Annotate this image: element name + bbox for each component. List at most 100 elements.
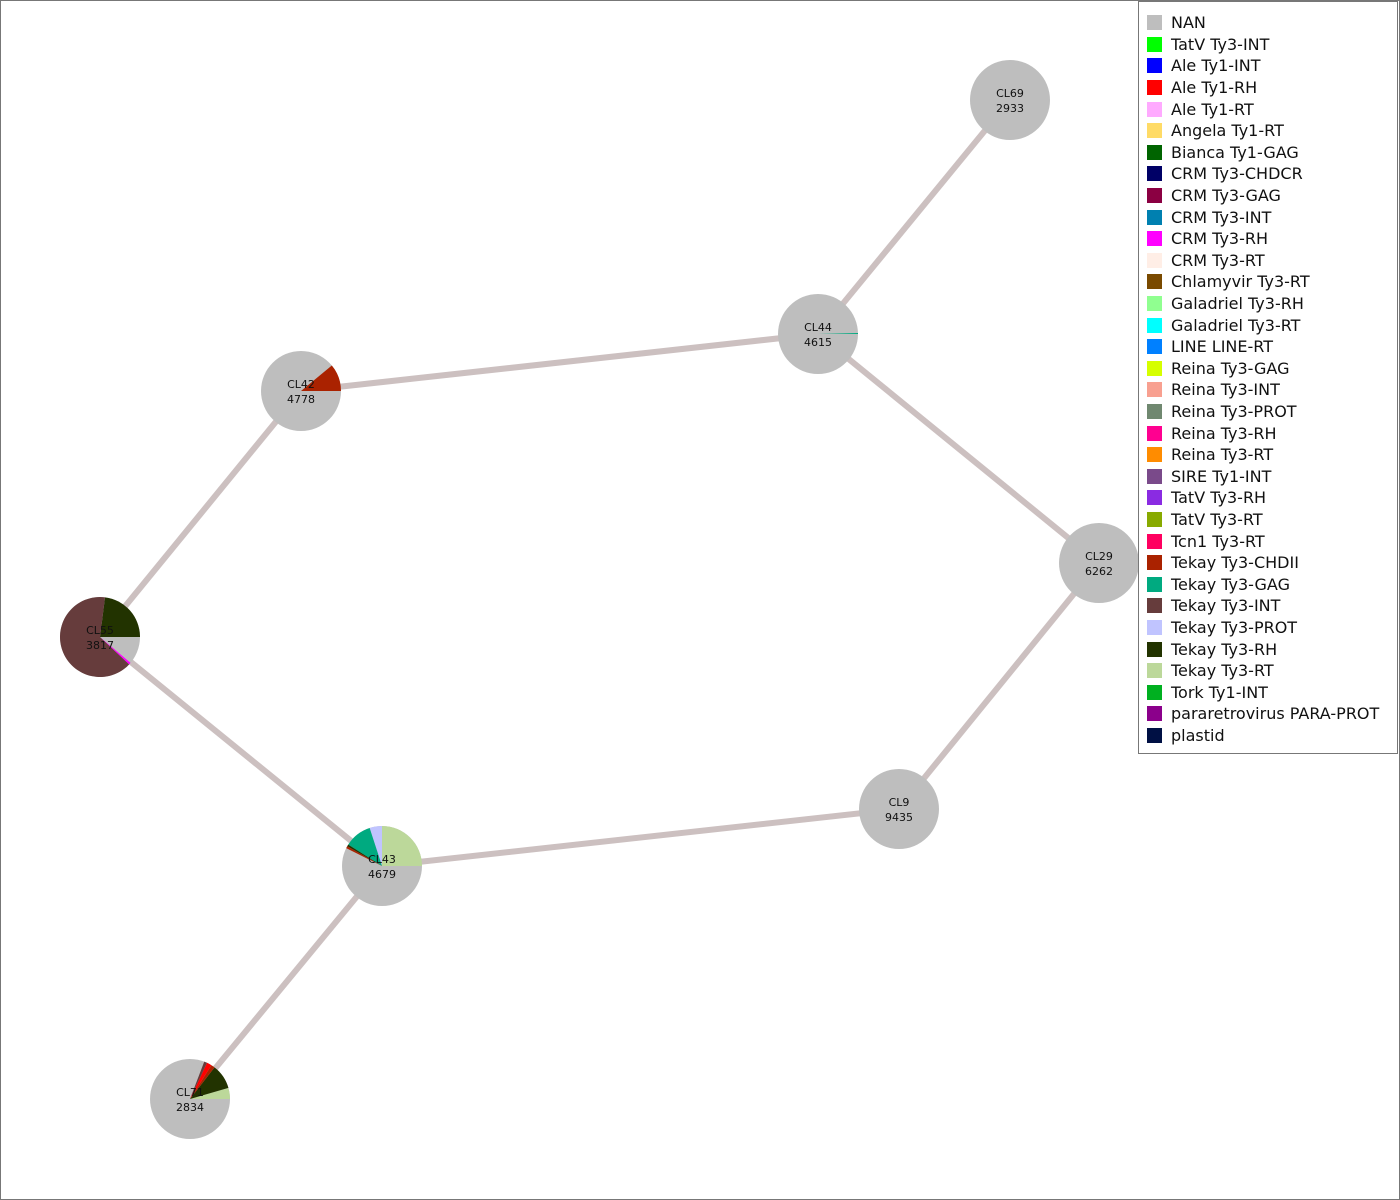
node-id-label: CL9: [889, 796, 910, 809]
legend-item-angela-ty1-rt: Angela Ty1-RT: [1147, 120, 1397, 142]
node-circle: [970, 60, 1050, 140]
node-id-label: CL55: [86, 624, 114, 637]
legend-label: Bianca Ty1-GAG: [1171, 142, 1299, 162]
legend-label: Tekay Ty3-INT: [1171, 596, 1281, 616]
pie-slice-crm-ty3-rh: [100, 637, 131, 665]
edge-cl9-cl43: [381, 806, 900, 869]
legend-label: plastid: [1171, 725, 1225, 745]
pie-slice-tekay-ty3-gag: [348, 827, 382, 866]
node-count-label: 3817: [86, 639, 114, 652]
legend-swatch: [1147, 706, 1162, 722]
legend-item-tekay-ty3-chdii: Tekay Ty3-CHDII: [1147, 552, 1397, 574]
pie-slice-tekay-ty3-prot: [369, 826, 382, 866]
legend-label: Angela Ty1-RT: [1171, 121, 1284, 141]
legend-label: Reina Ty3-GAG: [1171, 358, 1290, 378]
node-count-label: 2834: [176, 1101, 204, 1114]
node-cl55: CL55 3817: [60, 597, 140, 678]
pie-slice-ale-ty1-rh: [190, 1062, 212, 1099]
legend-label: CRM Ty3-RT: [1171, 250, 1265, 270]
edge-cl43-cl71: [187, 864, 385, 1101]
node-circle: [1059, 523, 1139, 603]
legend-label: Ale Ty1-RT: [1171, 99, 1254, 119]
legend-swatch: [1147, 80, 1162, 96]
legend-item-ale-ty1-rh: Ale Ty1-RH: [1147, 77, 1397, 99]
legend-item-sire-ty1-int: SIRE Ty1-INT: [1147, 465, 1397, 487]
legend-item-pararetrovirus-para-prot: pararetrovirus PARA-PROT: [1147, 703, 1397, 725]
legend-label: Reina Ty3-RH: [1171, 423, 1277, 443]
pie-slice-tekay-ty3-int: [60, 597, 130, 678]
legend-item-line-line-rt: LINE LINE-RT: [1147, 336, 1397, 358]
edges-layer: [97, 98, 1102, 1101]
legend-label: Reina Ty3-PROT: [1171, 401, 1297, 421]
legend-swatch: [1147, 598, 1162, 614]
legend-item-bianca-ty1-gag: Bianca Ty1-GAG: [1147, 142, 1397, 164]
legend-item-tork-ty1-int: Tork Ty1-INT: [1147, 681, 1397, 703]
legend-swatch: [1147, 296, 1162, 312]
legend-label: TatV Ty3-INT: [1171, 34, 1270, 54]
legend-item-tekay-ty3-gag: Tekay Ty3-GAG: [1147, 573, 1397, 595]
legend-label: Tekay Ty3-CHDII: [1171, 553, 1299, 573]
legend-swatch: [1147, 403, 1162, 419]
legend-swatch: [1147, 252, 1162, 268]
legend-item-crm-ty3-gag: CRM Ty3-GAG: [1147, 185, 1397, 207]
legend-label: Galadriel Ty3-RT: [1171, 315, 1301, 335]
legend-swatch: [1147, 209, 1162, 225]
pie-slice-tekay-ty3-chdii: [301, 365, 341, 391]
node-count-label: 2933: [996, 102, 1024, 115]
legend-label: Tcn1 Ty3-RT: [1171, 531, 1265, 551]
legend-label: Tekay Ty3-RT: [1171, 661, 1274, 681]
legend-swatch: [1147, 15, 1162, 31]
edge-cl55-cl43: [98, 634, 384, 869]
legend-item-crm-ty3-chdcr: CRM Ty3-CHDCR: [1147, 163, 1397, 185]
legend-swatch: [1147, 533, 1162, 549]
legend-swatch: [1147, 576, 1162, 592]
legend-item-tcn1-ty3-rt: Tcn1 Ty3-RT: [1147, 530, 1397, 552]
legend-swatch: [1147, 144, 1162, 160]
legend-label: Chlamyvir Ty3-RT: [1171, 272, 1310, 292]
legend-swatch: [1147, 274, 1162, 290]
legend-item-crm-ty3-rt: CRM Ty3-RT: [1147, 250, 1397, 272]
node-count-label: 9435: [885, 811, 913, 824]
legend-item-plastid: plastid: [1147, 725, 1397, 747]
legend-label: SIRE Ty1-INT: [1171, 466, 1272, 486]
node-id-label: CL42: [287, 378, 315, 391]
legend-label: Ale Ty1-RH: [1171, 78, 1258, 98]
legend-label: CRM Ty3-GAG: [1171, 186, 1281, 206]
legend-item-tatv-ty3-int: TatV Ty3-INT: [1147, 34, 1397, 56]
node-id-label: CL69: [996, 87, 1024, 100]
legend-label: Tekay Ty3-RH: [1171, 639, 1278, 659]
legend-label: Galadriel Ty3-RH: [1171, 294, 1304, 314]
legend-swatch: [1147, 339, 1162, 355]
legend-item-tatv-ty3-rh: TatV Ty3-RH: [1147, 487, 1397, 509]
legend-label: Reina Ty3-INT: [1171, 380, 1280, 400]
node-cl9: CL9 9435: [859, 769, 939, 849]
legend-swatch: [1147, 490, 1162, 506]
legend-label: Tekay Ty3-GAG: [1171, 574, 1290, 594]
pie-slice-tekay-ty3-gag: [818, 332, 858, 334]
legend-swatch: [1147, 36, 1162, 52]
pie-slice-tekay-ty3-rt: [190, 1087, 230, 1099]
node-cl44: CL44 4615: [778, 294, 858, 374]
legend-swatch: [1147, 166, 1162, 182]
legend-label: Tekay Ty3-PROT: [1171, 617, 1298, 637]
legend-item-reina-ty3-rt: Reina Ty3-RT: [1147, 444, 1397, 466]
legend-item-nan: NAN: [1147, 12, 1397, 34]
legend-swatch: [1147, 317, 1162, 333]
legend-item-reina-ty3-int: Reina Ty3-INT: [1147, 379, 1397, 401]
node-count-label: 4615: [804, 336, 832, 349]
legend-label: LINE LINE-RT: [1171, 337, 1274, 357]
legend-swatch: [1147, 188, 1162, 204]
legend-swatch: [1147, 619, 1162, 635]
edge-cl44-cl29: [816, 331, 1101, 566]
node-id-label: CL44: [804, 321, 832, 334]
legend-label: Tork Ty1-INT: [1171, 682, 1268, 702]
legend-item-chlamyvir-ty3-rt: Chlamyvir Ty3-RT: [1147, 271, 1397, 293]
legend-item-tekay-ty3-int: Tekay Ty3-INT: [1147, 595, 1397, 617]
legend-item-crm-ty3-int: CRM Ty3-INT: [1147, 206, 1397, 228]
legend-item-crm-ty3-rh: CRM Ty3-RH: [1147, 228, 1397, 250]
